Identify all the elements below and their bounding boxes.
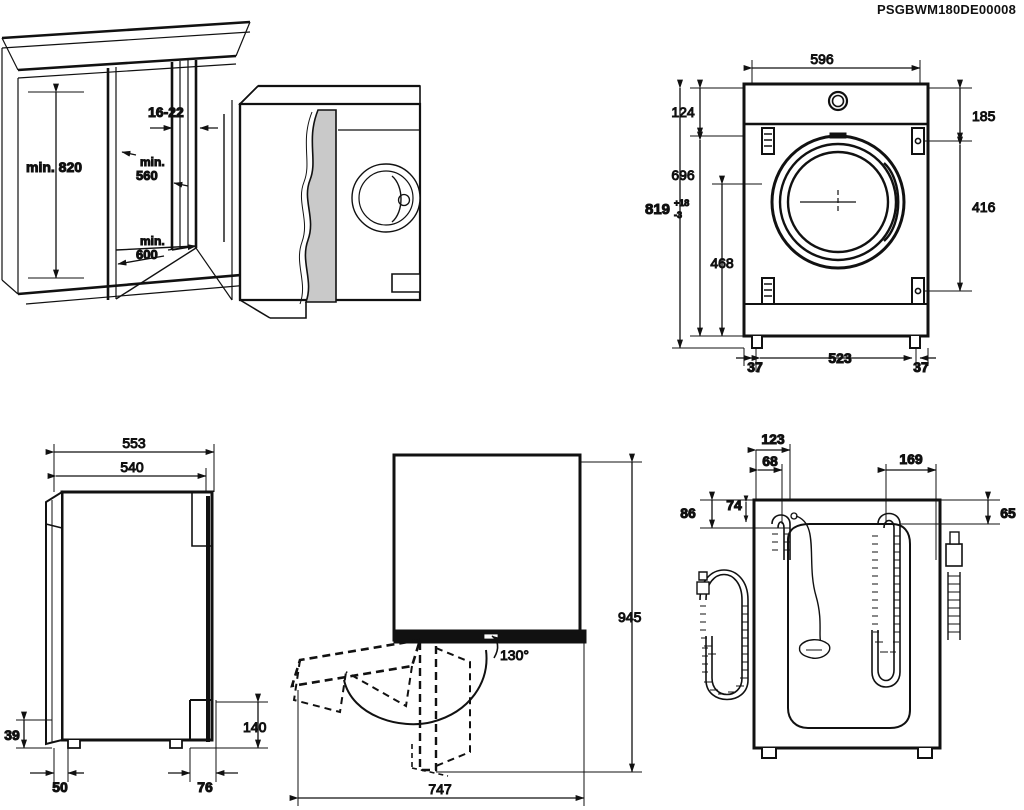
dim-total-height-lower-tol: -3 (674, 210, 682, 220)
dim-front-width: 596 (810, 51, 834, 67)
dim-body-depth: 540 (120, 459, 144, 475)
dim-door-open-height: 945 (618, 609, 642, 625)
dim-front-foot-offset: 50 (52, 779, 68, 795)
document-code: PSGBWM180DE00008 (876, 2, 1016, 17)
dim-niche-width-line2: 600 (136, 247, 158, 262)
dim-total-height-upper-tol: +18 (674, 198, 689, 208)
dim-foot-offset-right: 37 (913, 359, 929, 375)
dim-drain-outlet-height: 74 (726, 497, 742, 513)
view-front: 596 124 696 819 +18 -3 468 (645, 51, 997, 376)
washing-machine-3d-illustration (223, 84, 422, 319)
dim-rear-recess-offset: 76 (197, 779, 213, 795)
dim-floor-to-lower-bracket: 468 (710, 255, 734, 271)
dim-drain-hose-offset: 123 (761, 431, 785, 447)
inlet-hose-coupling (945, 531, 963, 640)
dim-niche-width-line1: min. (140, 234, 165, 248)
dim-niche-depth-line2: 560 (136, 168, 158, 183)
view-rear-hoses: 123 68 169 86 74 (680, 431, 1016, 759)
drain-hose-loose (696, 569, 749, 701)
dim-total-height: 819 (645, 201, 670, 218)
dim-drain-hose-inner: 68 (762, 453, 778, 469)
dim-left-top-height: 86 (680, 505, 696, 521)
dim-bracket-span-left: 696 (671, 167, 695, 183)
inlet-hose (871, 512, 901, 688)
dim-top-to-bracket: 124 (671, 104, 695, 120)
dim-door-open-angle: 130° (500, 647, 529, 663)
view-door-opening: 130° 945 747 (289, 453, 642, 806)
dim-foot-offset-left: 37 (747, 359, 763, 375)
dim-inlet-hose-offset: 169 (899, 451, 923, 467)
dim-front-foot-height: 39 (4, 727, 20, 743)
dim-right-bracket-span: 416 (972, 199, 996, 215)
dim-feet-span: 523 (828, 350, 852, 366)
dim-panel-thickness: 16-22 (148, 104, 184, 120)
dim-niche-height: min. 820 (26, 159, 82, 175)
dim-door-open-depth: 747 (428, 781, 452, 797)
dim-inlet-outlet-height: 65 (1000, 505, 1016, 521)
dim-niche-depth-line1: min. (140, 155, 165, 169)
dim-rear-recess-height: 140 (243, 719, 267, 735)
view-side: 553 540 39 50 (4, 435, 268, 796)
dim-overall-depth: 553 (122, 435, 146, 451)
view-installation-niche: min. 820 16-22 min. 560 min. 600 (1, 20, 309, 305)
dim-top-to-right-bracket: 185 (972, 108, 996, 124)
power-cord (790, 512, 831, 659)
